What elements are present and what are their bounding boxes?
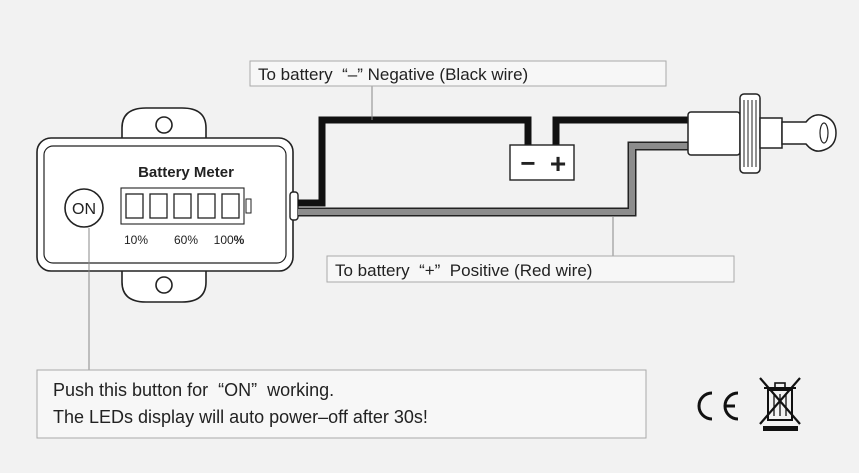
positive-label-box [326,255,735,283]
led-segment [221,193,240,219]
button-note-callout: Push this button for “ON” working. The L… [36,228,647,439]
on-button-label: ON [72,201,96,218]
led-battery-tip [245,198,252,214]
positive-callout: To battery “+” Positive (Red wire) [326,216,735,283]
negative-label: To battery “–” Negative (Black wire) [258,65,528,84]
battery-meter: ON Battery Meter 10% 60% 100% [36,107,299,303]
button-note-box [36,369,647,439]
on-button[interactable] [64,188,104,228]
battery-plus: + [550,148,566,179]
meter-title: Battery Meter [138,164,234,181]
battery-minus: − [520,148,535,178]
weee-bin-icon [759,377,801,431]
bottom-mounting-hole [155,276,173,294]
negative-label-box [249,60,667,87]
scale-60-label: 60% [174,233,198,247]
positive-label: To battery “+” Positive (Red wire) [335,261,592,280]
led-segment [173,193,192,219]
battery-box [509,144,575,181]
switch-nut [739,93,761,174]
negative-wire-switch-side [552,116,690,146]
certification-marks [697,377,801,431]
key-switch [687,93,837,174]
button-note-line2: The LEDs display will auto power–off aft… [53,407,428,427]
button-note-line1: Push this button for “ON” working. [53,380,334,400]
top-mounting-hole [155,116,173,134]
led-segment [197,193,216,219]
switch-connector [687,111,741,156]
wires [298,116,690,217]
negative-wire-meter-side [298,116,532,207]
scale-100-label: 100% [214,233,245,247]
led-segment [149,193,168,219]
led-segment [125,193,144,219]
switch-barrel [759,117,783,149]
scale-10-label: 10% [124,233,148,247]
battery-symbol: − + [509,144,575,181]
ce-mark-icon [697,391,739,421]
negative-callout: To battery “–” Negative (Black wire) [249,60,667,120]
led-segments [125,193,240,219]
cable-grommet [289,191,299,221]
